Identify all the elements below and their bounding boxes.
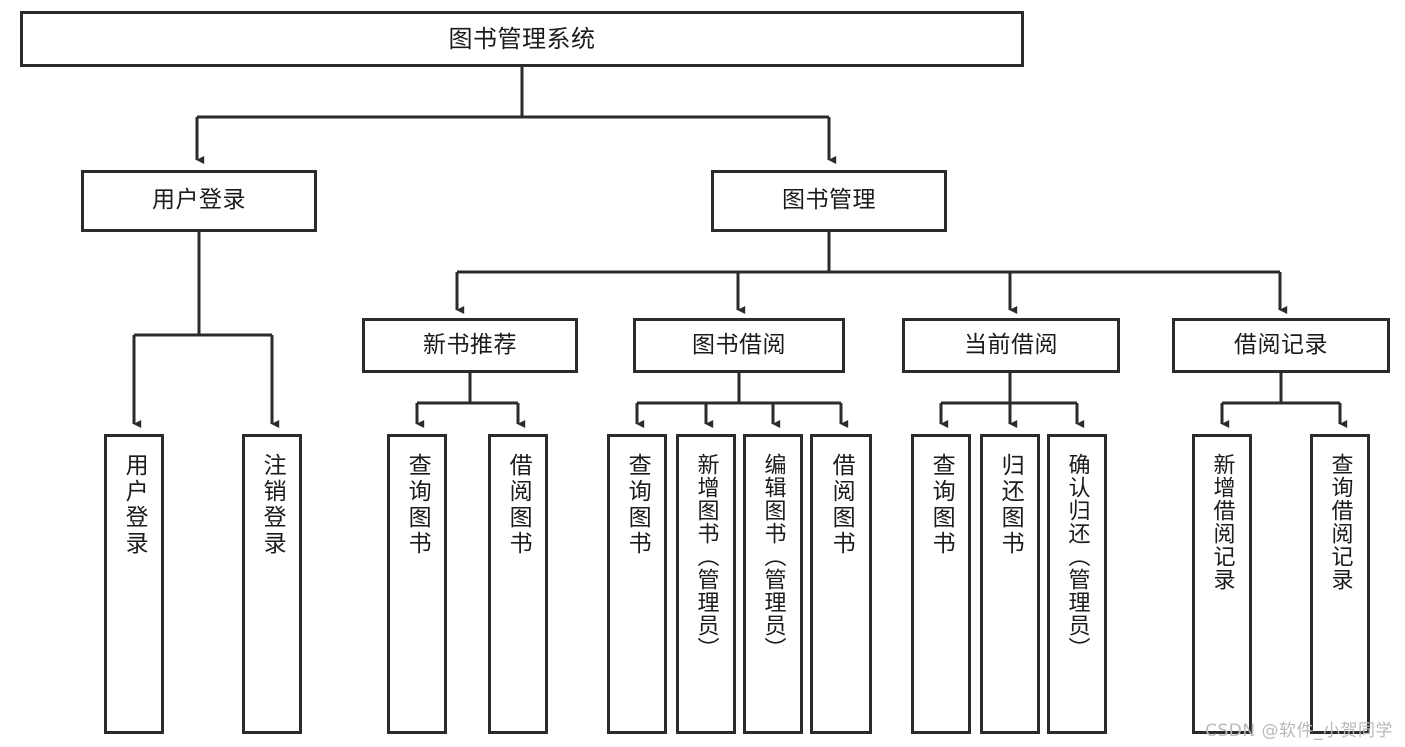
leaf-current-borrow-query-label: 查询图书	[928, 453, 955, 557]
node-book-borrow[interactable]: 图书借阅	[633, 318, 845, 373]
leaf-current-borrow-query[interactable]: 查询图书	[911, 434, 971, 734]
leaf-borrow-record-add[interactable]: 新增借阅记录	[1192, 434, 1252, 734]
leaf-current-borrow-return[interactable]: 归还图书	[980, 434, 1040, 734]
leaf-book-borrow-lend-label: 借阅图书	[828, 453, 855, 557]
leaf-new-book-borrow[interactable]: 借阅图书	[488, 434, 548, 734]
leaf-borrow-record-query[interactable]: 查询借阅记录	[1310, 434, 1370, 734]
node-borrow-record[interactable]: 借阅记录	[1172, 318, 1390, 373]
node-borrow-record-label: 借阅记录	[1234, 331, 1328, 358]
node-root-system[interactable]: 图书管理系统	[20, 11, 1024, 67]
leaf-user-login-signout-label: 注销登录	[259, 453, 286, 557]
node-user-login[interactable]: 用户登录	[81, 170, 317, 232]
leaf-user-login-signout[interactable]: 注销登录	[242, 434, 302, 734]
node-root-system-label: 图书管理系统	[448, 24, 596, 53]
node-current-borrow-label: 当前借阅	[964, 331, 1058, 358]
leaf-book-borrow-query-label: 查询图书	[624, 453, 651, 557]
leaf-borrow-record-query-label: 查询借阅记录	[1327, 453, 1353, 591]
leaf-book-borrow-query[interactable]: 查询图书	[607, 434, 667, 734]
node-book-management-label: 图书管理	[782, 187, 876, 214]
leaf-book-borrow-lend[interactable]: 借阅图书	[810, 434, 872, 734]
node-new-book-recommend-label: 新书推荐	[423, 331, 517, 358]
node-book-management[interactable]: 图书管理	[711, 170, 947, 232]
leaf-book-borrow-edit-label: 编辑图书（管理员）	[760, 453, 786, 660]
leaf-borrow-record-add-label: 新增借阅记录	[1209, 453, 1235, 591]
leaf-user-login-signin-label: 用户登录	[121, 453, 148, 557]
node-user-login-label: 用户登录	[152, 187, 246, 214]
csdn-watermark: CSDN @软件_小贺同学	[1205, 721, 1393, 741]
leaf-current-borrow-confirm-return[interactable]: 确认归还（管理员）	[1047, 434, 1107, 734]
node-new-book-recommend[interactable]: 新书推荐	[362, 318, 578, 373]
node-book-borrow-label: 图书借阅	[692, 331, 786, 358]
leaf-user-login-signin[interactable]: 用户登录	[104, 434, 164, 734]
leaf-new-book-borrow-label: 借阅图书	[505, 453, 532, 557]
leaf-book-borrow-add-label: 新增图书（管理员）	[693, 453, 719, 660]
leaf-new-book-query[interactable]: 查询图书	[387, 434, 447, 734]
leaf-new-book-query-label: 查询图书	[404, 453, 431, 557]
node-current-borrow[interactable]: 当前借阅	[902, 318, 1120, 373]
leaf-book-borrow-edit[interactable]: 编辑图书（管理员）	[743, 434, 803, 734]
leaf-current-borrow-confirm-return-label: 确认归还（管理员）	[1064, 453, 1090, 660]
leaf-current-borrow-return-label: 归还图书	[997, 453, 1024, 557]
leaf-book-borrow-add[interactable]: 新增图书（管理员）	[676, 434, 736, 734]
